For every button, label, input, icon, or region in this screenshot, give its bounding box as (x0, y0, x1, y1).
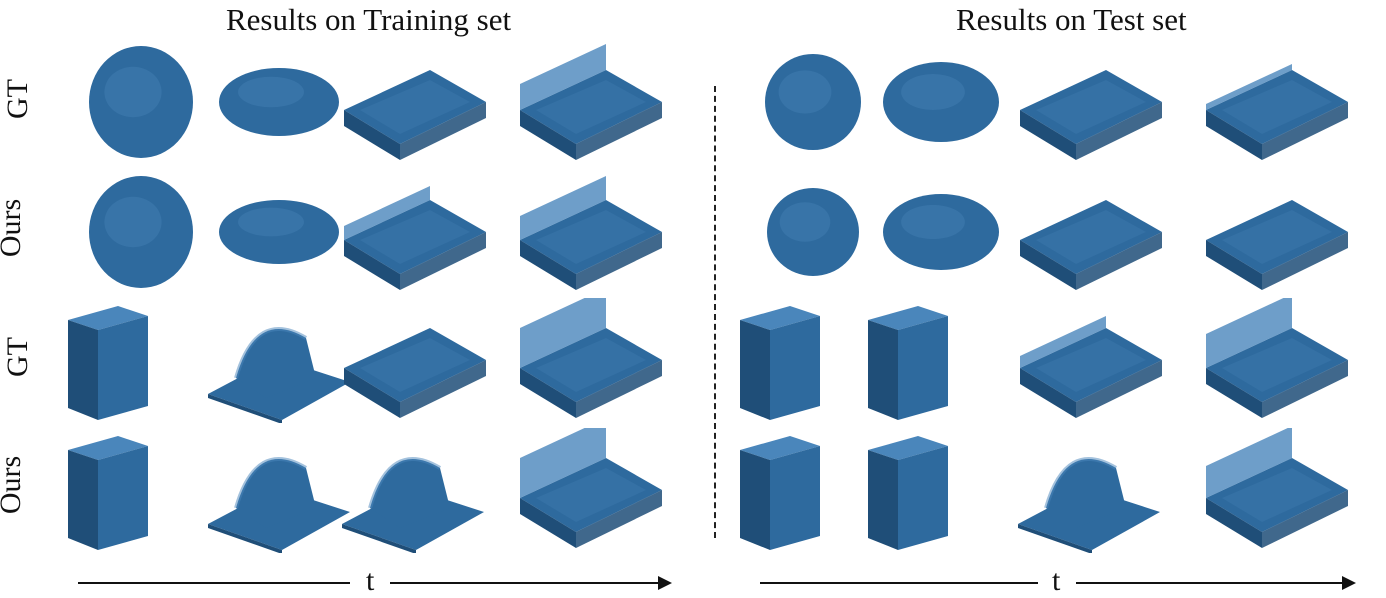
train-time-arrowhead (658, 576, 672, 590)
test-result-row2-col1 (730, 170, 896, 295)
test-result-row1-col1 (730, 40, 896, 165)
train-result-row1-col4 (506, 40, 672, 165)
voxel-shape-image (883, 194, 999, 270)
row-label-ours-2: Ours (0, 455, 28, 515)
train-result-row1-col3 (330, 40, 496, 165)
test-result-row1-col4 (1192, 40, 1358, 165)
test-result-row1-col3 (1006, 40, 1172, 165)
train-result-row3-col4 (506, 298, 672, 423)
voxel-shape-image (344, 70, 486, 160)
voxel-shape-image (520, 428, 662, 548)
row-label-gt-1: GT (1, 79, 34, 119)
voxel-shape-image (219, 200, 339, 264)
test-result-row3-col1 (730, 298, 896, 423)
voxel-shape-image (344, 328, 486, 418)
train-time-label: t (366, 564, 375, 597)
train-result-row1-col1 (58, 40, 224, 165)
voxel-shape-image (1206, 428, 1348, 548)
voxel-shape-image (89, 176, 193, 288)
train-result-row1-col2 (196, 40, 362, 165)
test-result-row3-col2 (858, 298, 1024, 423)
test-set-title: Results on Test set (956, 2, 1187, 37)
test-result-row4-col1 (730, 428, 896, 553)
voxel-shape-image (344, 186, 486, 290)
training-set-title: Results on Training set (226, 2, 512, 37)
voxel-shape-image (1206, 64, 1348, 160)
train-time-axis: t (78, 564, 672, 597)
test-result-row4-col4 (1192, 428, 1358, 553)
test-result-row4-col3 (1006, 428, 1172, 553)
test-result-row3-col4 (1192, 298, 1358, 423)
voxel-shape-image (767, 188, 859, 276)
voxel-shape-image (883, 62, 999, 142)
row-label-gt-2: GT (1, 337, 34, 377)
train-result-row2-col1 (58, 170, 224, 295)
voxel-shape-image (1018, 457, 1160, 553)
train-result-row3-col3 (330, 298, 496, 423)
train-result-row4-col1 (58, 428, 224, 553)
voxel-shape-image (1020, 200, 1162, 290)
test-time-label: t (1052, 564, 1061, 597)
voxel-shape-image (68, 306, 148, 420)
voxel-shape-image (740, 436, 820, 550)
test-result-row2-col4 (1192, 170, 1358, 295)
train-time-axis-line-left (78, 582, 350, 584)
train-result-row4-col3 (330, 428, 496, 553)
voxel-shape-image (89, 46, 193, 158)
train-result-row2-col2 (196, 170, 362, 295)
row-label-ours-1: Ours (0, 198, 28, 258)
train-time-axis-line-right (390, 582, 660, 584)
voxel-shape-image (520, 176, 662, 290)
train-result-row3-col2 (196, 298, 362, 423)
voxel-shape-image (520, 44, 662, 160)
test-time-axis-line-right (1076, 582, 1344, 584)
voxel-shape-image (740, 306, 820, 420)
test-result-row2-col3 (1006, 170, 1172, 295)
train-result-row4-col2 (196, 428, 362, 553)
voxel-shape-image (342, 457, 484, 553)
test-time-axis-line-left (760, 582, 1038, 584)
voxel-shape-image (208, 457, 350, 553)
voxel-shape-image (1020, 70, 1162, 160)
panel-divider (714, 86, 716, 538)
voxel-shape-image (1206, 298, 1348, 418)
voxel-shape-image (1206, 200, 1348, 290)
train-result-row3-col1 (58, 298, 224, 423)
train-result-row2-col4 (506, 170, 672, 295)
voxel-shape-image (868, 306, 948, 420)
test-result-row1-col2 (858, 40, 1024, 165)
test-result-row3-col3 (1006, 298, 1172, 423)
voxel-shape-image (520, 298, 662, 418)
test-result-row4-col2 (858, 428, 1024, 553)
voxel-shape-image (765, 54, 861, 150)
test-time-arrowhead (1342, 576, 1356, 590)
voxel-shape-image (68, 436, 148, 550)
train-result-row4-col4 (506, 428, 672, 553)
test-result-row2-col2 (858, 170, 1024, 295)
test-time-axis: t (760, 564, 1358, 597)
voxel-shape-image (219, 68, 339, 136)
train-result-row2-col3 (330, 170, 496, 295)
voxel-shape-image (1020, 316, 1162, 418)
voxel-shape-image (868, 436, 948, 550)
voxel-shape-image (208, 327, 350, 423)
